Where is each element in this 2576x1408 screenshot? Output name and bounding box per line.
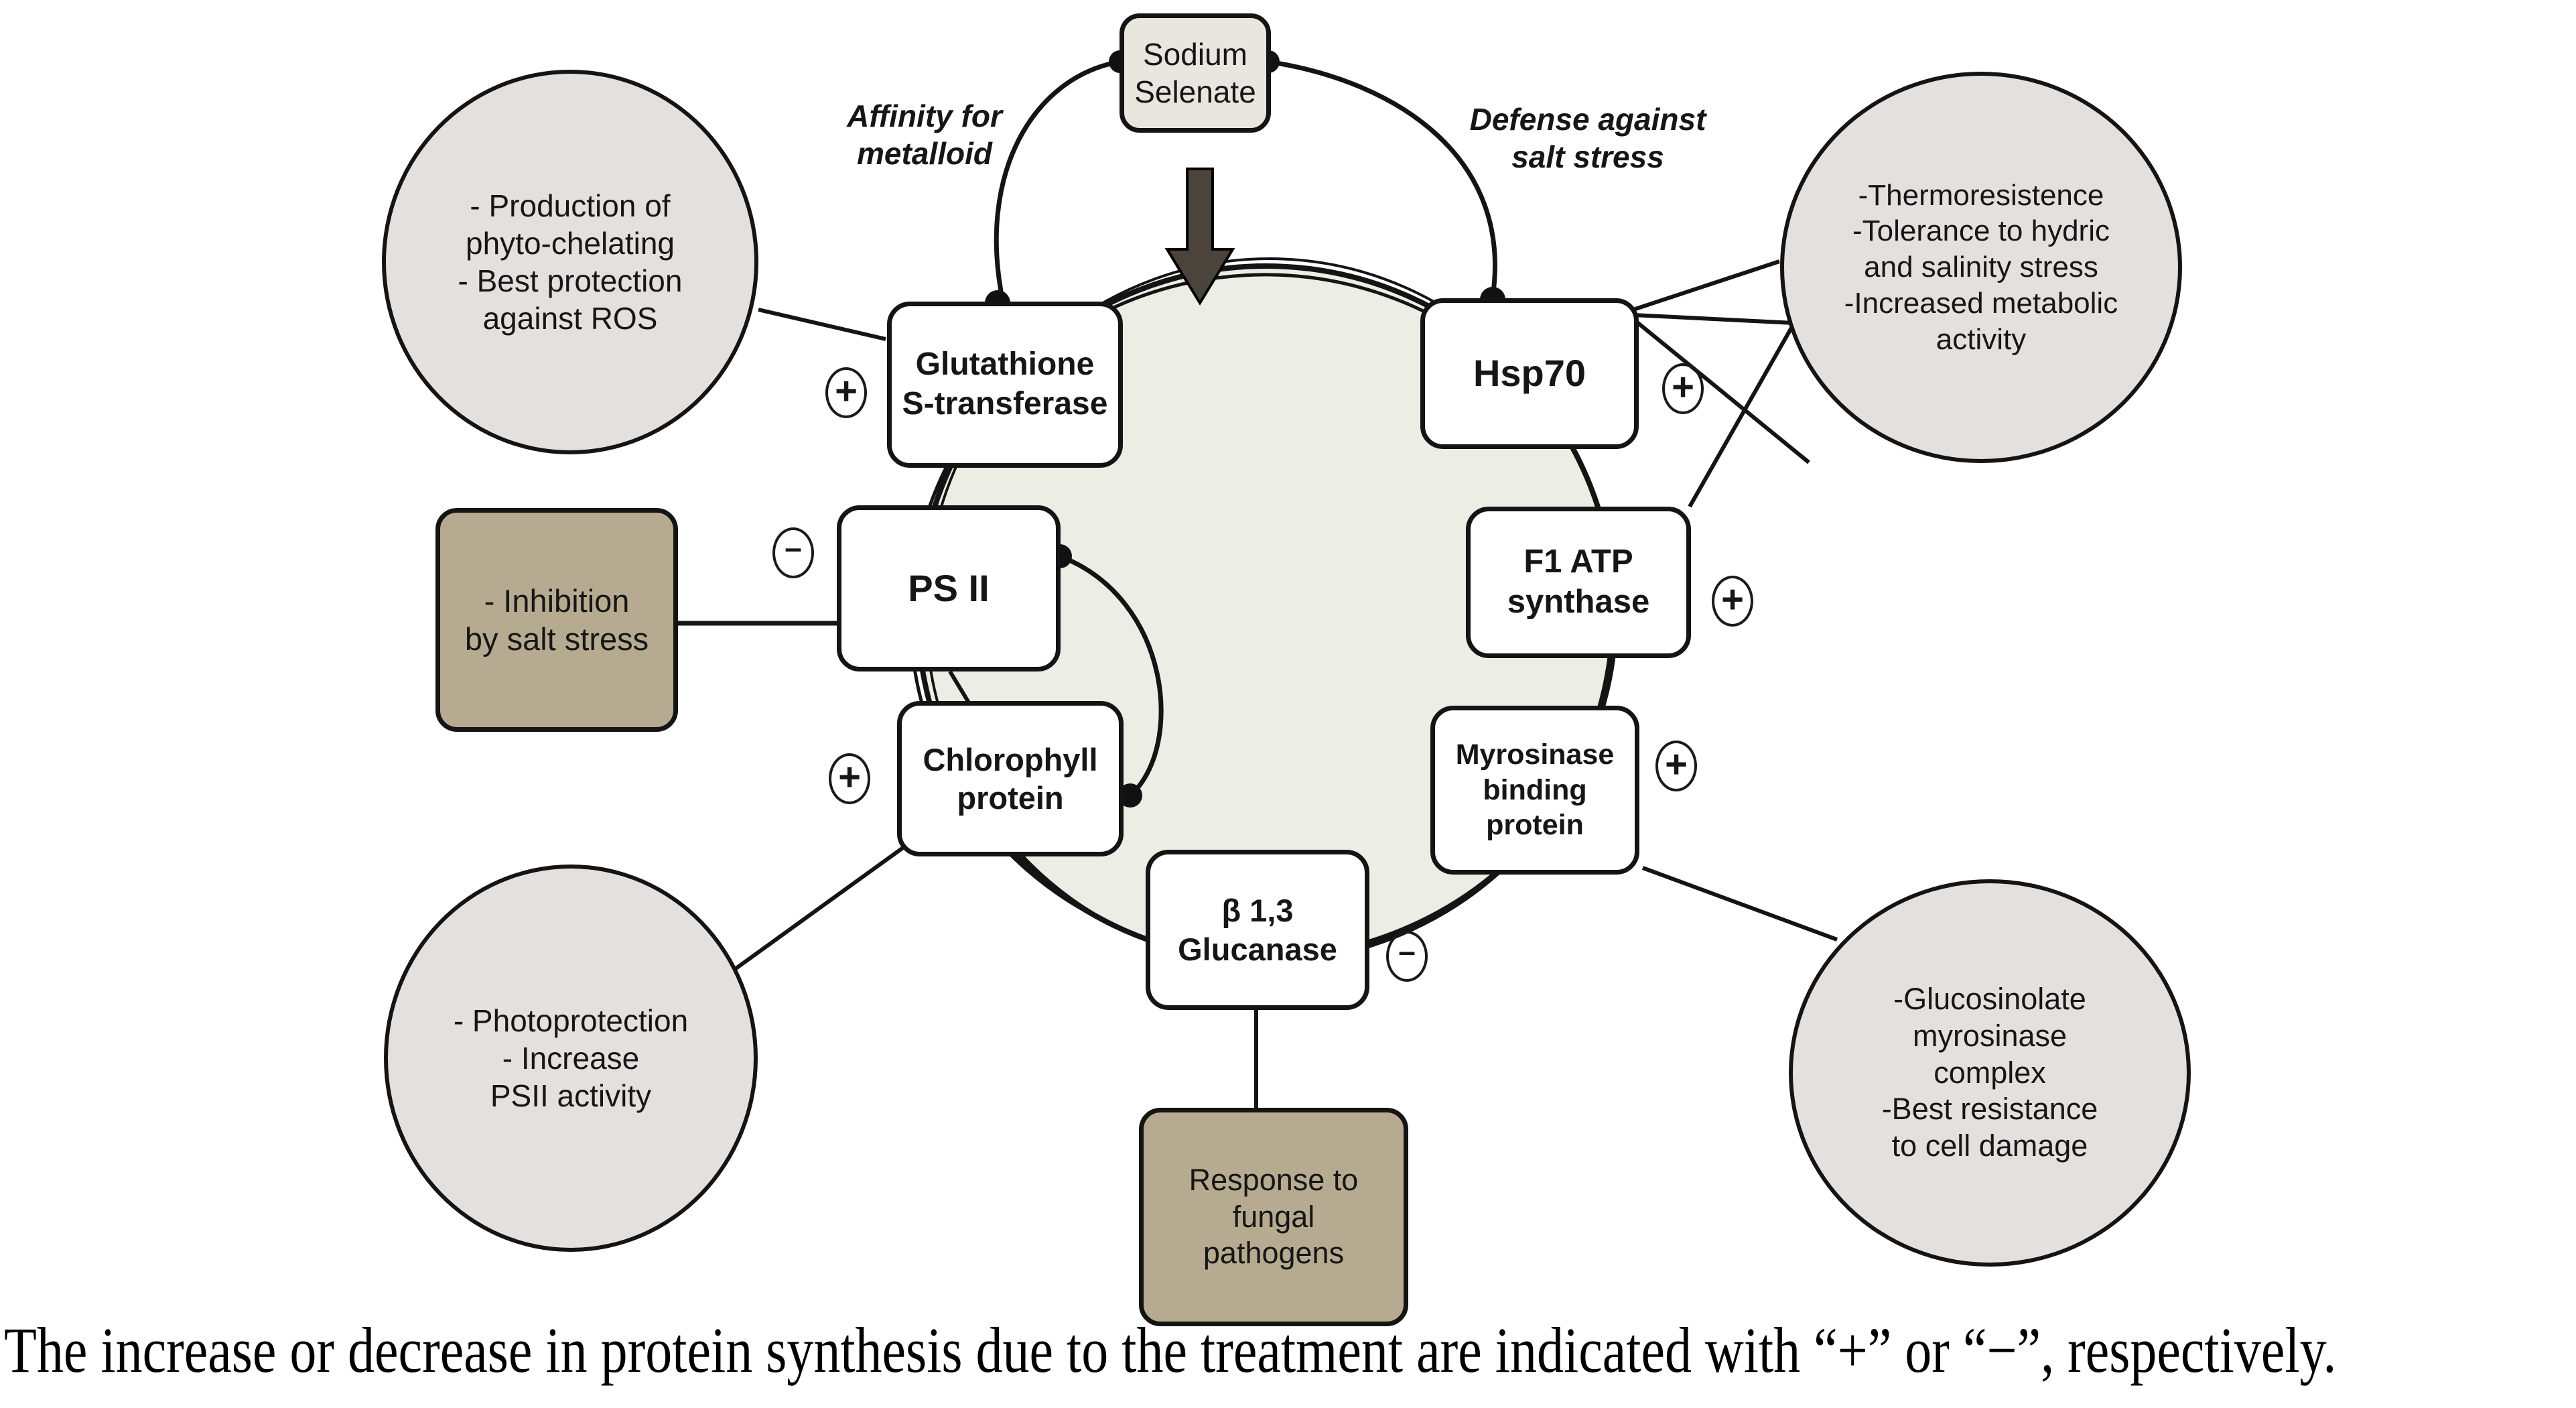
outcome-circle-myrosinase-text: -Glucosinolate myrosinase complex -Best … bbox=[1881, 981, 2098, 1163]
treatment-box-sodium-selenate: Sodium Selenate bbox=[1120, 13, 1271, 133]
outcome-box-fungal-response-text: Response to fungal pathogens bbox=[1189, 1162, 1359, 1271]
protein-box-psii: PS II bbox=[837, 505, 1061, 671]
outcome-circle-chlorophyll-text: - Photoprotection - Increase PSII activi… bbox=[453, 1003, 689, 1114]
outcome-circle-gst: - Production of phyto-chelating - Best p… bbox=[382, 70, 758, 454]
treatment-label: Sodium Selenate bbox=[1134, 36, 1256, 109]
line-tlcircle-gst bbox=[758, 308, 886, 341]
treatment-links bbox=[994, 59, 1497, 797]
outcome-circle-hsp70-text: -Thermoresistence -Tolerance to hydric a… bbox=[1844, 178, 2118, 356]
line-hsp70-trcircle-1 bbox=[1633, 259, 1780, 312]
outcome-circle-hsp70: -Thermoresistence -Tolerance to hydric a… bbox=[1780, 72, 2182, 463]
protein-box-f1-atp-synthase: F1 ATP synthase bbox=[1466, 507, 1691, 658]
protein-box-glutathione-s-transferase: Glutathione S-transferase bbox=[887, 302, 1123, 468]
outcome-circle-myrosinase: -Glucosinolate myrosinase complex -Best … bbox=[1789, 879, 2191, 1267]
cause-box-inhibition-text: - Inhibition by salt stress bbox=[464, 582, 649, 657]
effect-badge-psii-minus: – bbox=[772, 527, 814, 578]
link-psii-chlorophyll bbox=[1059, 554, 1164, 797]
line-hsp70-trcircle-3 bbox=[1633, 318, 1810, 464]
effect-badge-chlorophyll-plus: + bbox=[829, 753, 870, 804]
line-blcircle-chlorophyll bbox=[719, 844, 907, 982]
outcome-circle-gst-text: - Production of phyto-chelating - Best p… bbox=[458, 188, 683, 336]
cause-box-inhibition: - Inhibition by salt stress bbox=[435, 508, 678, 732]
line-psii-chlorophyll-direct bbox=[948, 670, 971, 705]
effect-badge-gst-plus: + bbox=[825, 367, 867, 418]
treatment-arrow bbox=[1164, 168, 1235, 306]
link-selenate-gst bbox=[994, 59, 1121, 302]
annotation-lines bbox=[678, 259, 1838, 1110]
line-myrosinase-brcircle bbox=[1641, 866, 1838, 942]
figure-caption: The increase or decrease in protein synt… bbox=[4, 1316, 2337, 1387]
protein-box-beta-1-3-glucanase: β 1,3 Glucanase bbox=[1146, 850, 1369, 1010]
line-f1atp-trcircle bbox=[1688, 322, 1796, 508]
protein-box-hsp70: Hsp70 bbox=[1420, 298, 1639, 449]
outcome-box-fungal-response: Response to fungal pathogens bbox=[1139, 1108, 1408, 1326]
effect-badge-hsp70-plus: + bbox=[1662, 363, 1704, 414]
effect-badge-f1atp-plus: + bbox=[1712, 576, 1753, 627]
protein-box-myrosinase-binding-protein: Myrosinase binding protein bbox=[1430, 706, 1639, 875]
effect-badge-glucanase-minus: – bbox=[1386, 931, 1428, 982]
outcome-circle-chlorophyll: - Photoprotection - Increase PSII activi… bbox=[384, 865, 758, 1252]
protein-box-chlorophyll-protein: Chlorophyll protein bbox=[897, 701, 1124, 856]
link-selenate-hsp70 bbox=[1268, 59, 1497, 298]
pathway-label-affinity: Affinity for metalloid bbox=[847, 99, 1002, 172]
pathway-label-defense: Defense against salt stress bbox=[1469, 102, 1706, 175]
effect-badge-myrosinase-plus: + bbox=[1655, 741, 1697, 791]
line-hsp70-trcircle-2 bbox=[1633, 313, 1795, 325]
